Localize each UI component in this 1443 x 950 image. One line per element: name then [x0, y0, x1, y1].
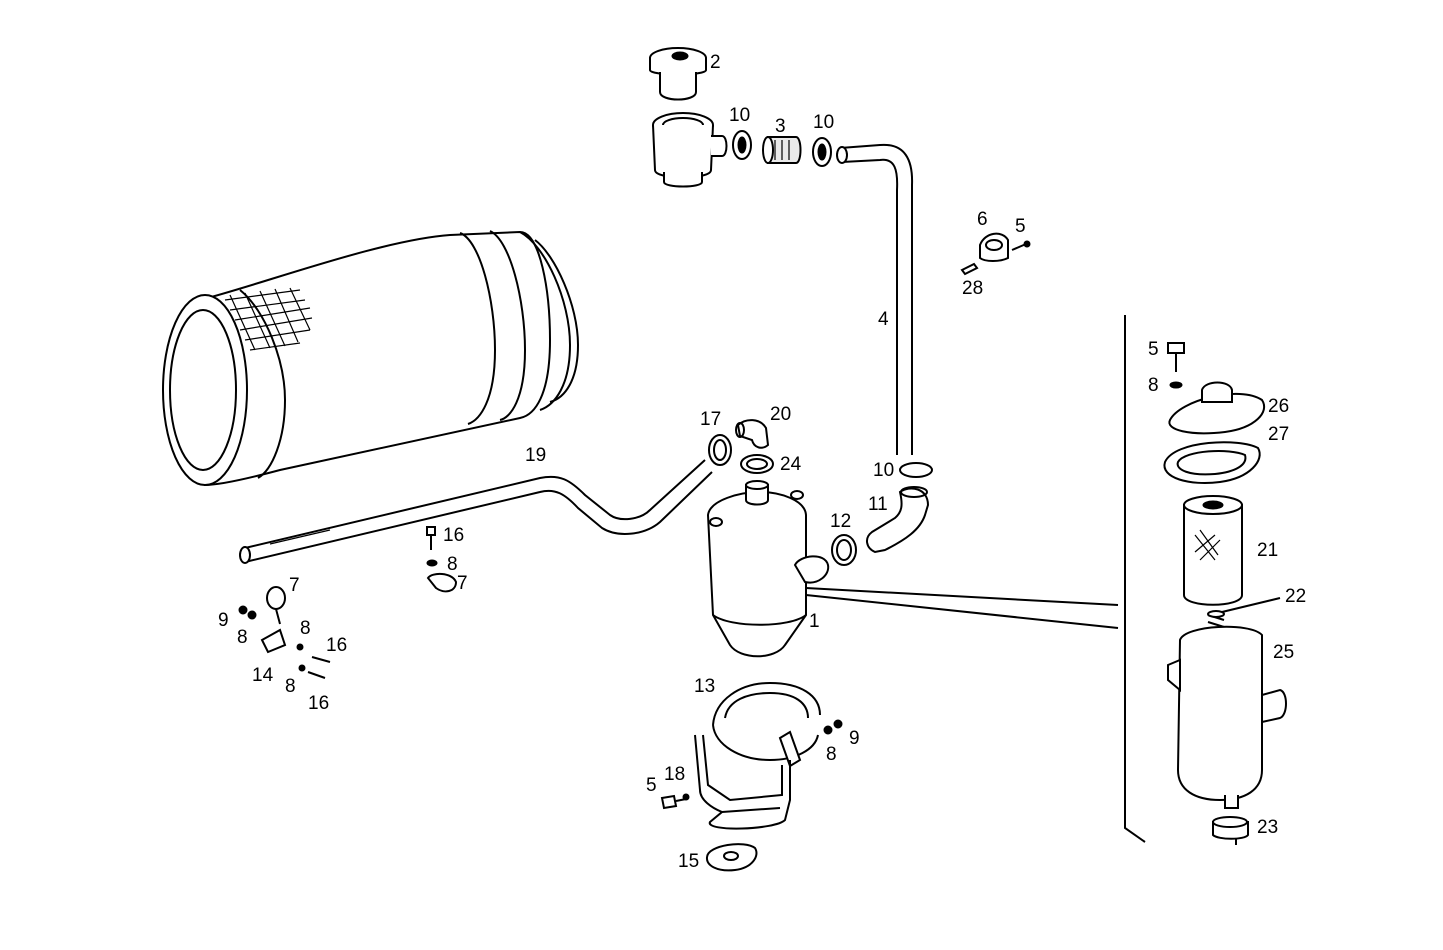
nut-washer-9-8-right	[823, 719, 843, 735]
pin-part-28	[960, 262, 979, 276]
washer-part-8-center	[426, 559, 438, 567]
callout-6: 6	[977, 209, 988, 230]
bolt-part-16-center	[426, 526, 436, 550]
cover-part-26	[1168, 381, 1266, 435]
clamp-part-12	[831, 534, 857, 566]
gasket-part-15	[705, 843, 758, 872]
callout-8: 8	[237, 627, 248, 648]
callout-5: 5	[646, 775, 657, 796]
callout-28: 28	[962, 278, 984, 299]
callout-15: 15	[678, 851, 700, 872]
gasket-part-27	[1163, 441, 1261, 484]
screw-part-5-top	[1011, 240, 1031, 251]
drain-plug-part-23	[1212, 816, 1249, 845]
screw-5-washer-8-right	[1167, 342, 1185, 389]
callout-1: 1	[809, 611, 820, 632]
callout-21: 21	[1257, 540, 1279, 561]
callout-13: 13	[694, 676, 716, 697]
callout-4: 4	[878, 309, 889, 330]
housing-part-25	[1167, 625, 1287, 809]
callout-16: 16	[443, 525, 465, 546]
callout-22: 22	[1285, 586, 1307, 607]
bolts-16-8-left	[296, 643, 331, 679]
callout-23: 23	[1257, 817, 1279, 838]
callout-7: 7	[457, 573, 468, 594]
callout-5: 5	[1015, 216, 1026, 237]
callout-5: 5	[1148, 339, 1159, 360]
clamp-10-lower	[899, 462, 933, 478]
callout-9: 9	[849, 728, 860, 749]
callout-11: 11	[868, 494, 888, 515]
callout-17: 17	[700, 409, 722, 430]
elbow-part-20	[735, 419, 770, 449]
leader-22	[1221, 597, 1281, 613]
strainer-part-3	[762, 136, 802, 164]
ring-part-24	[740, 454, 774, 474]
callout-8: 8	[447, 554, 458, 575]
ring-10-upper-right	[812, 137, 832, 167]
screw-part-5-bottom	[660, 793, 690, 810]
bracket-part-14	[260, 628, 287, 654]
inlet-housing	[652, 112, 728, 188]
detail-box-outline	[805, 315, 1146, 843]
callout-20: 20	[770, 404, 792, 425]
callout-18: 18	[664, 764, 686, 785]
cap-part-2	[649, 47, 707, 101]
callout-16: 16	[326, 635, 348, 656]
callout-10: 10	[813, 112, 835, 133]
callout-16: 16	[308, 693, 330, 714]
callout-8: 8	[300, 618, 311, 639]
air-filter-canister	[162, 230, 580, 487]
callout-25: 25	[1273, 642, 1295, 663]
callout-10: 10	[873, 460, 895, 481]
callout-12: 12	[830, 511, 852, 532]
callout-3: 3	[775, 116, 786, 137]
clamp-part-6	[979, 232, 1009, 262]
callout-24: 24	[780, 454, 802, 475]
filter-bowl-part-1	[706, 480, 830, 658]
hose-part-4	[836, 143, 914, 455]
callout-8: 8	[1148, 375, 1159, 396]
pipe-19	[239, 459, 713, 564]
clamp-part-7-center	[426, 572, 458, 593]
callout-8: 8	[285, 676, 296, 697]
callout-27: 27	[1268, 424, 1290, 445]
callout-8: 8	[826, 744, 837, 765]
hose-part-11	[866, 486, 930, 554]
filter-element-part-21	[1183, 495, 1243, 606]
callout-2: 2	[710, 52, 721, 73]
callout-19: 19	[525, 445, 547, 466]
callout-10: 10	[729, 105, 751, 126]
ring-10-upper-left	[732, 130, 752, 160]
clamp-part-7-left	[266, 586, 286, 625]
callout-14: 14	[252, 665, 274, 686]
callout-7: 7	[289, 575, 300, 596]
callout-26: 26	[1268, 396, 1290, 417]
bracket-part-13	[694, 681, 821, 830]
callout-9: 9	[218, 610, 229, 631]
ring-part-17	[708, 434, 732, 466]
nuts-9-8-left	[238, 605, 257, 620]
